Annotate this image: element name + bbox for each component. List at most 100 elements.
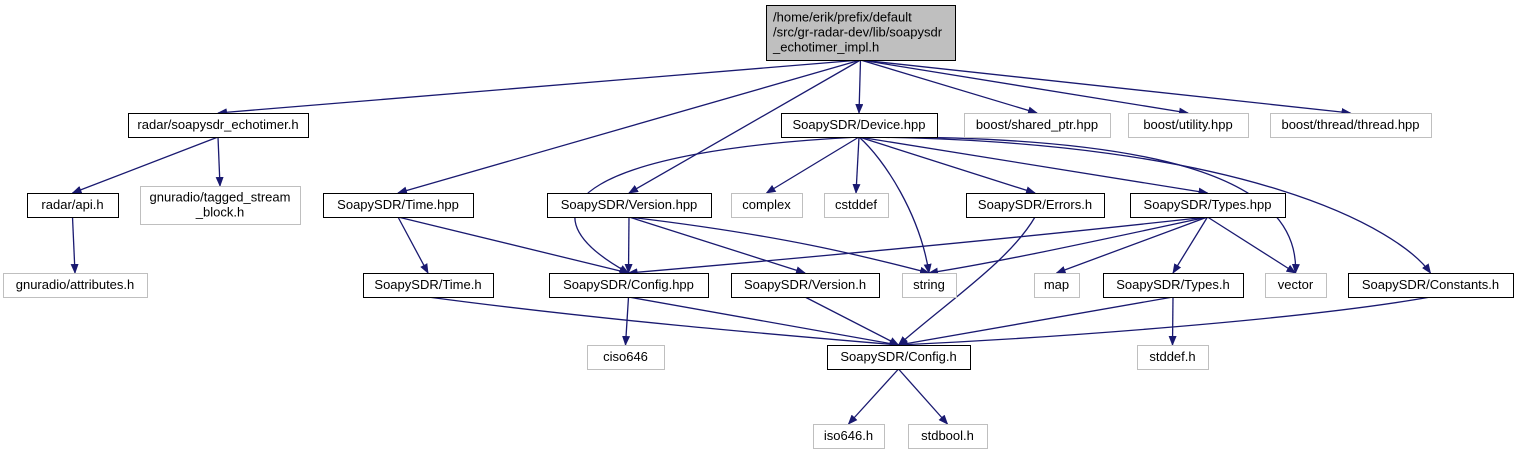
edge-root-to-boost_shared_ptr [860, 59, 1038, 115]
node-label: ciso646 [603, 349, 648, 364]
node-label: SoapySDR/Types.h [1116, 277, 1229, 292]
edge-soapy_types_hpp-to-string [928, 216, 1208, 276]
node-box [964, 113, 1111, 138]
node-box [813, 424, 885, 449]
node-soapy_device_hpp[interactable]: SoapySDR/Device.hpp [781, 113, 938, 138]
edge-soapy_device_hpp-to-soapy_errors_h [858, 136, 1036, 195]
edge-soapy_constants_h-to-soapy_config_h [897, 296, 1431, 349]
node-label: SoapySDR/Version.hpp [561, 197, 698, 212]
node-box [902, 273, 957, 298]
node-box [1265, 273, 1327, 298]
node-soapy_errors_h[interactable]: SoapySDR/Errors.h [966, 193, 1105, 218]
node-label: boost/shared_ptr.hpp [976, 117, 1098, 132]
node-root[interactable]: /home/erik/prefix/default/src/gr-radar-d… [766, 5, 956, 61]
edge-soapy_version_h-to-soapy_config_h [804, 296, 900, 346]
node-box [587, 345, 665, 370]
node-gnuradio_tagged_stream: gnuradio/tagged_stream_block.h [140, 186, 301, 225]
node-box [140, 186, 301, 225]
node-boost_shared_ptr: boost/shared_ptr.hpp [964, 113, 1111, 138]
edge-soapy_device_hpp-to-string [858, 136, 932, 274]
node-label: SoapySDR/Time.h [374, 277, 481, 292]
node-map: map [1034, 273, 1080, 298]
edge-soapy_device_hpp-to-vector [858, 136, 1300, 274]
node-label: SoapySDR/Errors.h [978, 197, 1092, 212]
node-label: map [1044, 277, 1069, 292]
node-label: stdbool.h [921, 428, 974, 443]
edge-soapy_config_hpp-to-soapy_config_h [628, 296, 900, 348]
nodes: /home/erik/prefix/default/src/gr-radar-d… [3, 5, 1514, 449]
node-box [27, 193, 119, 218]
node-box [1137, 345, 1209, 370]
node-label: vector [1278, 277, 1314, 292]
edge-soapy_time_hpp-to-soapy_config_hpp [397, 216, 630, 275]
node-soapy_version_hpp[interactable]: SoapySDR/Version.hpp [547, 193, 712, 218]
node-soapy_config_h[interactable]: SoapySDR/Config.h [827, 345, 971, 370]
node-label: SoapySDR/Time.hpp [337, 197, 459, 212]
node-soapy_time_h[interactable]: SoapySDR/Time.h [363, 273, 494, 298]
edge-radar_soapysdr_echotimer-to-gnuradio_tagged_stream [215, 136, 224, 187]
node-label: radar/soapysdr_echotimer.h [137, 117, 298, 132]
node-label: SoapySDR/Types.hpp [1144, 197, 1272, 212]
node-label: stddef.h [1149, 349, 1195, 364]
node-iso646_h: iso646.h [813, 424, 885, 449]
node-label: cstddef [835, 197, 877, 212]
node-soapy_time_hpp[interactable]: SoapySDR/Time.hpp [323, 193, 474, 218]
node-label: boost/utility.hpp [1143, 117, 1232, 132]
node-box [549, 273, 709, 298]
edge-soapy_errors_h-to-soapy_config_h [897, 216, 1036, 346]
node-label: SoapySDR/Config.hpp [563, 277, 694, 292]
node-radar_api[interactable]: radar/api.h [27, 193, 119, 218]
node-soapy_types_hpp[interactable]: SoapySDR/Types.hpp [1130, 193, 1286, 218]
edge-soapy_types_hpp-to-map [1055, 216, 1208, 274]
node-label: boost/thread/thread.hpp [1281, 117, 1419, 132]
edge-soapy_config_h-to-stdbool_h [898, 368, 949, 425]
node-box [1103, 273, 1244, 298]
node-soapy_config_hpp[interactable]: SoapySDR/Config.hpp [549, 273, 709, 298]
edge-soapy_types_hpp-to-soapy_config_hpp [627, 216, 1208, 277]
node-box [1034, 273, 1080, 298]
edge-soapy_device_hpp-to-soapy_types_hpp [858, 136, 1209, 196]
edge-soapy_types_hpp-to-vector [1207, 216, 1297, 274]
edge-soapy_types_hpp-to-soapy_types_h [1172, 216, 1209, 274]
edge-soapy_types_h-to-stddef_h [1168, 296, 1177, 346]
node-box [547, 193, 712, 218]
node-stdbool_h: stdbool.h [908, 424, 988, 449]
edge-soapy_device_hpp-to-complex [765, 136, 860, 194]
node-soapy_types_h[interactable]: SoapySDR/Types.h [1103, 273, 1244, 298]
edge-soapy_config_h-to-iso646_h [847, 368, 899, 425]
edge-soapy_version_hpp-to-string [628, 216, 930, 275]
node-label: iso646.h [824, 428, 873, 443]
node-label: string [913, 277, 945, 292]
node-box [323, 193, 474, 218]
edge-root-to-soapy_device_hpp [855, 59, 864, 114]
edges [70, 59, 1432, 425]
edge-soapy_device_hpp-to-soapy_constants_h [858, 136, 1432, 274]
node-box [3, 273, 148, 298]
node-box [363, 273, 494, 298]
node-soapy_constants_h[interactable]: SoapySDR/Constants.h [1348, 273, 1514, 298]
node-boost_thread: boost/thread/thread.hpp [1270, 113, 1432, 138]
edge-root-to-radar_soapysdr_echotimer [217, 59, 861, 117]
node-box [1128, 113, 1249, 138]
edge-radar_api-to-gnuradio_attributes [70, 216, 79, 274]
node-box [1270, 113, 1432, 138]
node-cstddef: cstddef [824, 193, 889, 218]
node-label: complex [742, 197, 791, 212]
edge-soapy_time_h-to-soapy_config_h [427, 296, 900, 349]
node-box [128, 113, 309, 138]
edge-root-to-boost_utility [860, 59, 1189, 116]
node-box [1130, 193, 1286, 218]
edge-soapy_version_hpp-to-soapy_version_h [628, 216, 806, 275]
node-label: gnuradio/attributes.h [16, 277, 135, 292]
node-box [781, 113, 938, 138]
node-label: SoapySDR/Constants.h [1362, 277, 1499, 292]
node-radar_soapysdr_echotimer[interactable]: radar/soapysdr_echotimer.h [128, 113, 309, 138]
edge-soapy_types_h-to-soapy_config_h [897, 296, 1174, 348]
node-label: _block.h [195, 205, 244, 220]
edge-soapy_device_hpp-to-soapy_config_hpp [574, 136, 860, 274]
node-vector: vector [1265, 273, 1327, 298]
edge-root-to-boost_thread [860, 59, 1352, 117]
edge-root-to-soapy_version_hpp [628, 59, 861, 194]
node-soapy_version_h[interactable]: SoapySDR/Version.h [731, 273, 880, 298]
